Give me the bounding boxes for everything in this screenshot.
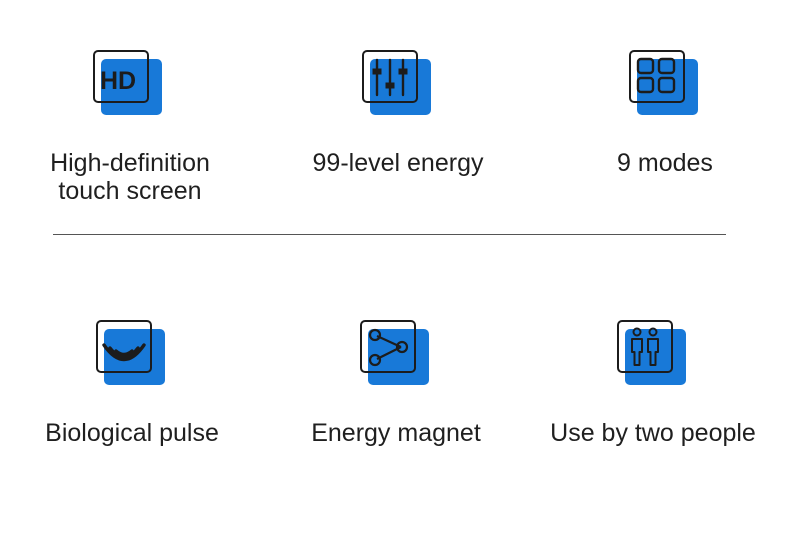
- feature-label: Energy magnet: [311, 419, 481, 447]
- two-people-icon-frame: [617, 320, 673, 373]
- feature-label: 99-level energy: [312, 149, 484, 177]
- grid-icon: [629, 50, 701, 116]
- share-nodes-icon-glyph: [368, 328, 409, 367]
- feature-biological-pulse: Biological pulse: [2, 320, 262, 447]
- feature-label: Biological pulse: [45, 419, 219, 447]
- hd-icon-text: HD: [100, 67, 136, 95]
- sliders-icon: [362, 50, 434, 116]
- share-nodes-icon: [360, 320, 432, 386]
- grid-icon-glyph: [636, 57, 676, 94]
- feature-energy-magnet: Energy magnet: [266, 320, 526, 447]
- sliders-icon-fill: [370, 59, 431, 115]
- feature-label: High-definition touch screen: [50, 149, 210, 205]
- grid-icon-fill: [637, 59, 698, 115]
- feature-hd-touch-screen: HD High-definition touch screen: [0, 50, 260, 205]
- hd-icon-glyph: HD: [100, 67, 136, 95]
- feature-use-by-two-people: Use by two people: [523, 320, 783, 447]
- feature-label: Use by two people: [550, 419, 756, 447]
- two-people-icon: [617, 320, 689, 386]
- feature-99-level-energy: 99-level energy: [268, 50, 528, 177]
- hd-icon-fill: [101, 59, 162, 115]
- feature-label: 9 modes: [617, 149, 713, 177]
- share-nodes-icon-frame: [360, 320, 416, 373]
- sliders-icon-frame: [362, 50, 418, 103]
- hd-icon: HD: [93, 50, 165, 116]
- pulse-wave-icon: [96, 320, 168, 386]
- sliders-icon-glyph: [372, 58, 408, 97]
- pulse-wave-icon-glyph: [102, 343, 146, 362]
- section-divider: [53, 234, 726, 235]
- two-people-icon-glyph: [631, 327, 659, 366]
- hd-icon-frame: [93, 50, 149, 103]
- grid-icon-frame: [629, 50, 685, 103]
- pulse-wave-icon-frame: [96, 320, 152, 373]
- feature-9-modes: 9 modes: [535, 50, 795, 177]
